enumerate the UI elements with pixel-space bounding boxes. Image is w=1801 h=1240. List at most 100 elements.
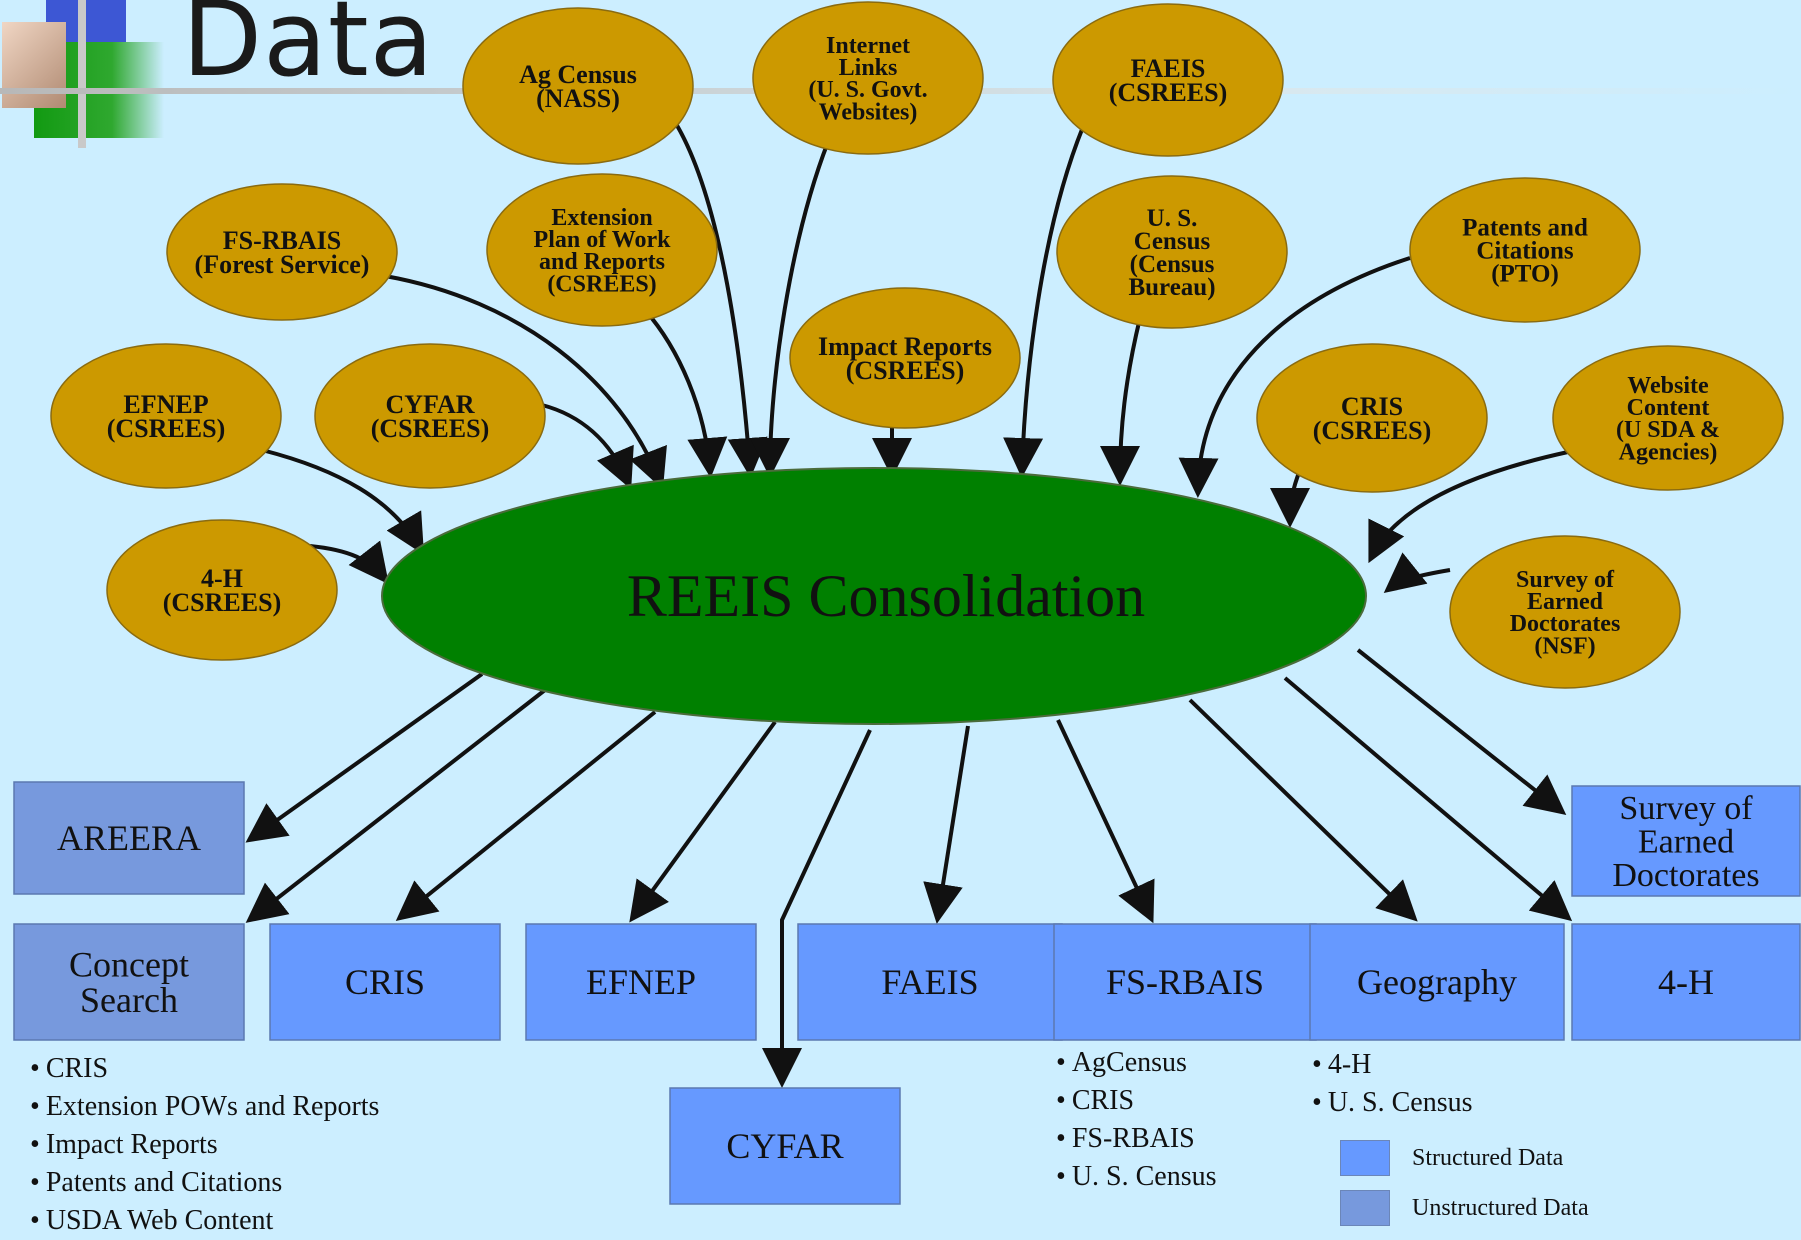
source-label: Extension (551, 205, 652, 231)
output-box (1571, 785, 1801, 897)
output-label: FS-RBAIS (1106, 962, 1264, 1002)
arrow-from-patents-and (1178, 256, 1411, 498)
list-item: U. S. Census (1056, 1158, 1217, 1196)
output-cris: CRIS (269, 923, 501, 1041)
output-box (13, 781, 245, 895)
source-ellipse (789, 287, 1021, 429)
source-label: (U SDA & (1616, 417, 1720, 443)
output-label: CRIS (345, 962, 425, 1002)
source-label: Websites) (819, 99, 918, 125)
arrow-from-website (1368, 450, 1569, 564)
output-fs-rbais: FS-RBAIS (1053, 923, 1317, 1041)
arrow-to-cyfar (762, 729, 872, 1088)
arrow-to-areera (245, 672, 484, 843)
arrow-to-faeis (923, 725, 970, 924)
source-label: (NSF) (1534, 633, 1595, 659)
page-title: Data (182, 0, 435, 100)
arrow-from-u-s (1100, 317, 1142, 486)
list-item: U. S. Census (1312, 1084, 1473, 1122)
output-box (1571, 923, 1801, 1041)
output-efnep: EFNEP (525, 923, 757, 1041)
output-faeis: FAEIS (797, 923, 1063, 1041)
list-item: Extension POWs and Reports (30, 1088, 380, 1126)
source-label: Agencies) (1619, 439, 1718, 465)
list-item: USDA Web Content (30, 1202, 379, 1240)
list-item: Impact Reports (30, 1126, 379, 1164)
output-box (269, 923, 501, 1041)
source-efnep: EFNEP(CSREES) (50, 343, 282, 489)
source-label: (Forest Service) (195, 250, 370, 279)
source-impact-reports: Impact Reports(CSREES) (789, 287, 1021, 429)
source-ellipse (1552, 345, 1784, 491)
arrow-to-cris (395, 710, 657, 922)
output-label: 4-H (1658, 962, 1714, 1002)
source-label: Patents and (1462, 215, 1588, 242)
arrow-from-survey-of (1383, 552, 1451, 593)
source-label: Survey of (1516, 567, 1615, 593)
output-box (525, 923, 757, 1041)
source-ellipse (314, 343, 546, 489)
legend-unstructured: Unstructured Data (1340, 1190, 1589, 1226)
source-ellipse (50, 343, 282, 489)
source-label: Plan of Work (534, 227, 672, 253)
source-label: Earned (1527, 589, 1604, 615)
legend-label: Structured Data (1412, 1144, 1564, 1171)
source-label: CYFAR (385, 390, 474, 419)
source-label: (NASS) (536, 84, 620, 113)
list-item: AgCensus (1056, 1044, 1217, 1082)
source-ag-census: Ag Census(NASS) (462, 7, 694, 165)
output-box (1309, 923, 1565, 1041)
output-label: AREERA (57, 818, 201, 858)
output-areera: AREERA (13, 781, 245, 895)
output-label: EFNEP (586, 962, 696, 1002)
output-label: Search (80, 980, 178, 1020)
arrow-from-fs-rbais (384, 274, 667, 490)
arrow-from-internet (750, 141, 830, 478)
arrow-from-cyfar (541, 403, 634, 490)
concept-search-list: CRIS Extension POWs and Reports Impact R… (30, 1050, 380, 1240)
output-box (797, 923, 1063, 1041)
source-label: (Census (1130, 251, 1215, 278)
output-label: Earned (1638, 824, 1734, 861)
source-label: and Reports (539, 249, 665, 275)
source-label: (CSREES) (163, 588, 281, 617)
output-box (1053, 923, 1317, 1041)
arrow-to-concept-search (245, 688, 547, 923)
source-label: Citations (1476, 238, 1574, 265)
source-cris: CRIS(CSREES) (1256, 343, 1488, 493)
source-cyfar: CYFAR(CSREES) (314, 343, 546, 489)
arrow-to-efnep (629, 720, 777, 923)
source-label: (CSREES) (846, 356, 964, 385)
arrow-from-extension (643, 308, 728, 478)
output-label: FAEIS (881, 962, 978, 1002)
source-label: FAEIS (1131, 54, 1206, 83)
source-label: Doctorates (1510, 611, 1621, 637)
arrow-from-faeis (1003, 121, 1087, 478)
list-item: Patents and Citations (30, 1164, 379, 1202)
output-box (669, 1087, 901, 1205)
arrow-to-fs-rbais (1056, 719, 1155, 924)
arrow-to-survey-of-earned-doctorates (1356, 648, 1567, 815)
output-label: CYFAR (726, 1126, 843, 1166)
legend-label: Unstructured Data (1412, 1194, 1589, 1221)
source-label: Content (1627, 395, 1710, 421)
list-item: CRIS (1056, 1082, 1217, 1120)
center-label: REEIS Consolidation (627, 563, 1145, 629)
source-label: (PTO) (1491, 261, 1559, 288)
source-label: Internet (826, 33, 910, 59)
arrow-from-ag-census (673, 120, 768, 478)
arrow-from-cris (1270, 469, 1311, 528)
list-item: FS-RBAIS (1056, 1120, 1217, 1158)
legend-swatch-structured (1340, 1140, 1390, 1176)
source-label: Bureau) (1128, 274, 1215, 301)
outgoing-arrows (245, 648, 1573, 1088)
output-label: Geography (1357, 962, 1517, 1002)
list-item: 4-H (1312, 1046, 1473, 1084)
arrow-from-4-h (309, 540, 389, 585)
